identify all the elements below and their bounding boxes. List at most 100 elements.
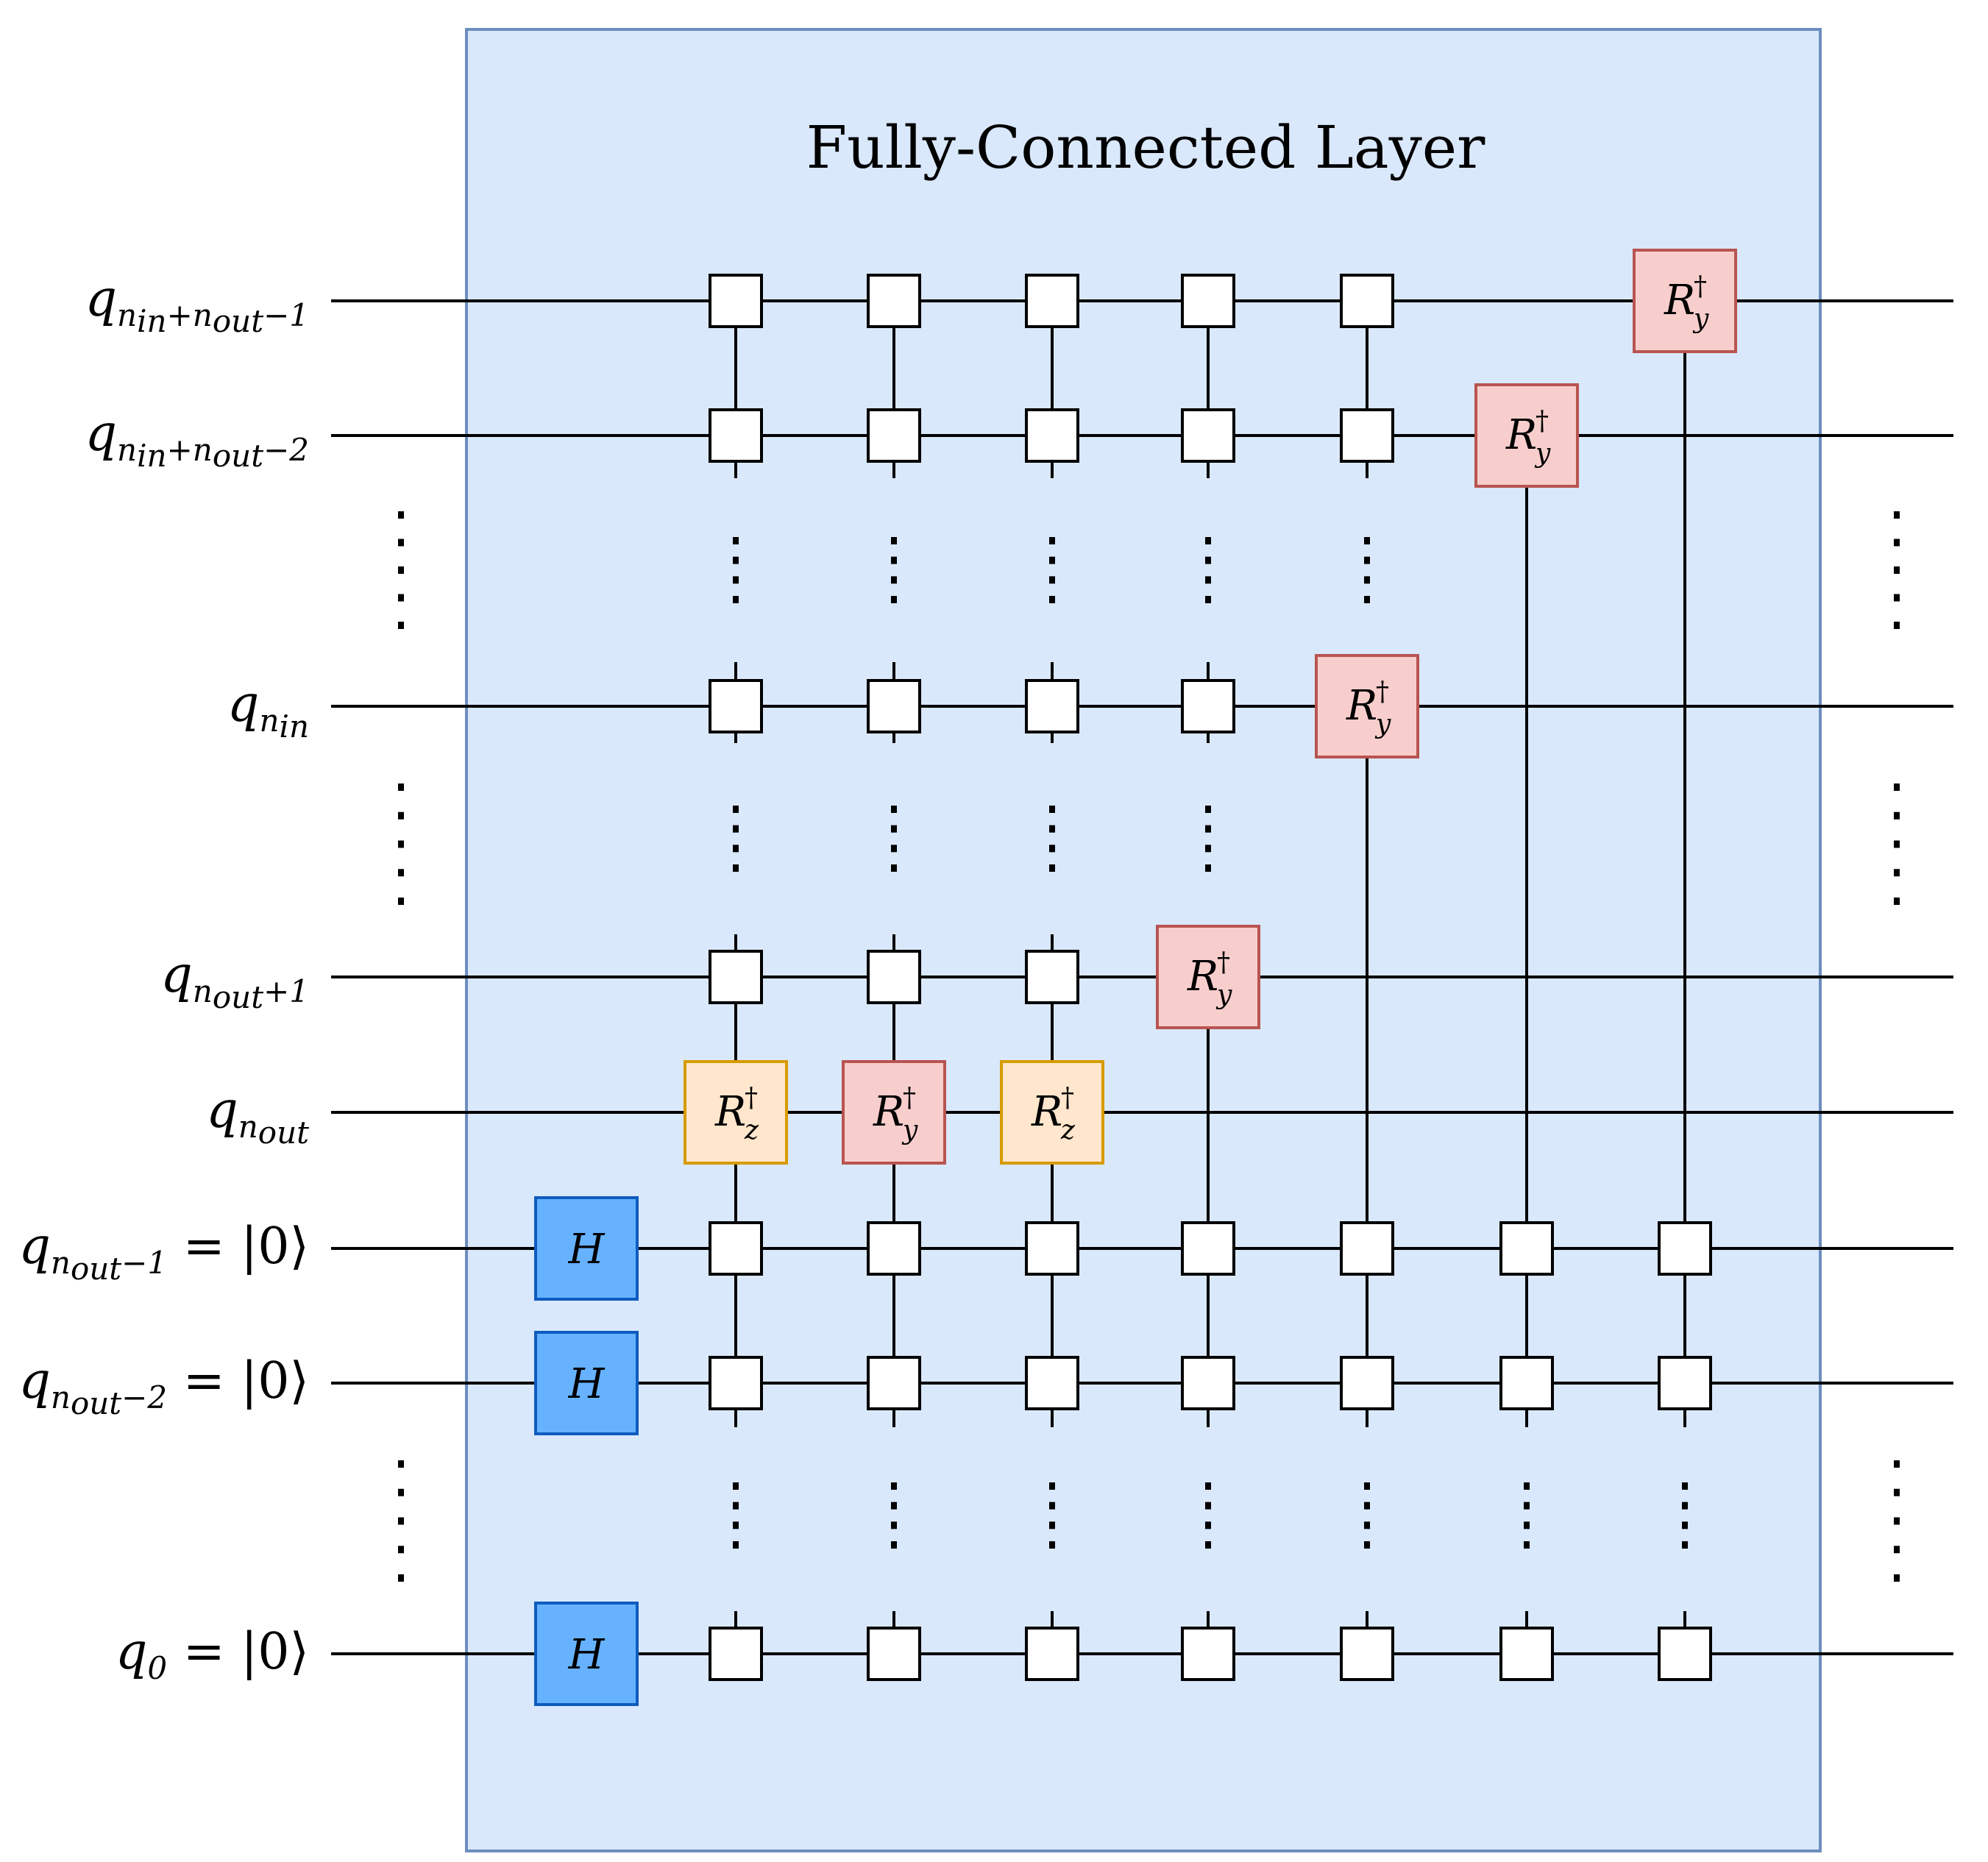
- rotation-gate-col6: R†y: [1633, 249, 1737, 353]
- rotation-gate-box: [1156, 925, 1260, 1029]
- ellipsis-dot: [1364, 556, 1370, 564]
- ellipsis-dot: [891, 1482, 897, 1490]
- hadamard-label: H: [568, 1631, 606, 1679]
- gate-label: R: [873, 1088, 904, 1136]
- ellipsis-dot: [1894, 869, 1900, 877]
- label-part: n: [193, 297, 213, 333]
- ellipsis-dot: [891, 806, 897, 813]
- control-box-col1-w2: [867, 679, 921, 733]
- label-part: q: [116, 1623, 148, 1681]
- ellipsis-dot: [398, 811, 404, 820]
- hadamard-gate-box: [534, 1331, 639, 1435]
- ellipsis-dot: [1049, 1502, 1055, 1510]
- gate-dagger: †: [1694, 271, 1707, 302]
- ellipsis-dot: [398, 840, 404, 848]
- ellipsis-dot: [733, 864, 739, 872]
- gate-dagger: †: [1376, 677, 1389, 707]
- qubit-label-1: qnin+nout−2: [85, 405, 309, 474]
- label-part: q: [18, 1218, 51, 1276]
- side-ellipsis-2: [398, 1460, 404, 1582]
- gate-dagger: †: [1061, 1083, 1074, 1113]
- ellipsis-dot: [1682, 1541, 1688, 1549]
- ellipsis-dot: [398, 1488, 404, 1496]
- ellipsis-dot: [1682, 1482, 1688, 1490]
- label-part: n: [51, 1245, 71, 1281]
- ellipsis-dot: [1364, 1541, 1370, 1549]
- label-part: = |0⟩: [167, 1218, 309, 1276]
- rotation-gate-col5: R†y: [1474, 383, 1579, 488]
- ellipsis-dot: [1049, 1541, 1055, 1549]
- ellipsis-dot: [1894, 622, 1900, 629]
- label-part: q: [85, 270, 118, 328]
- ellipsis-dot: [1049, 596, 1055, 603]
- ellipsis-dot: [398, 783, 404, 791]
- ellipsis-dot: [398, 539, 404, 547]
- qubit-label-0: qnin+nout−1: [85, 270, 309, 339]
- qubit-label-3: qnout+1: [160, 946, 309, 1015]
- label-part: +: [167, 297, 193, 333]
- ellipsis-dot: [1205, 537, 1211, 544]
- ellipsis-dot: [891, 1521, 897, 1529]
- ellipsis-dot: [1205, 1482, 1211, 1490]
- ellipsis-dot: [1682, 1502, 1688, 1510]
- label-part: n: [259, 703, 279, 739]
- label-part: out: [213, 979, 263, 1015]
- ellipsis-dot: [398, 511, 404, 519]
- side-ellipsis-0: [398, 511, 404, 629]
- control-box-col0-w6: [709, 1356, 763, 1410]
- gate-label: R: [1031, 1088, 1062, 1136]
- label-part: n: [117, 432, 137, 468]
- gate-subscript: y: [1374, 709, 1391, 739]
- control-box-col4-w1: [1340, 408, 1394, 463]
- ellipsis-dot: [1524, 1541, 1530, 1549]
- gate-dagger: †: [1217, 948, 1230, 978]
- ellipsis-dot: [1049, 845, 1055, 853]
- ellipsis-dot: [398, 1546, 404, 1554]
- ellipsis-dot: [1524, 1502, 1530, 1510]
- ellipsis-dot: [1049, 864, 1055, 872]
- ellipsis-dot: [891, 845, 897, 853]
- rotation-gate-col1: R†y: [842, 1060, 946, 1165]
- gate-label: R: [1346, 682, 1377, 730]
- control-box-col6-w6: [1658, 1356, 1712, 1410]
- label-part: out: [213, 438, 263, 474]
- ellipsis-dot: [1205, 1502, 1211, 1510]
- ellipsis-dot: [1205, 845, 1211, 853]
- rotation-gate-col0: R†z: [684, 1060, 788, 1165]
- ellipsis-col5-c: [1524, 1482, 1530, 1549]
- gate-subscript: y: [1215, 980, 1232, 1010]
- control-box-col1-w0: [867, 274, 921, 328]
- label-part: n: [193, 973, 213, 1009]
- ellipsis-dot: [1205, 596, 1211, 603]
- side-ellipsis-3: [1894, 511, 1900, 629]
- layer-title: Fully-Connected Layer: [806, 113, 1485, 182]
- gate-label: R: [1664, 277, 1695, 324]
- control-box-col0-w7: [709, 1627, 763, 1681]
- ellipsis-dot: [1894, 898, 1900, 905]
- control-box-col4-w5: [1340, 1221, 1394, 1276]
- ellipsis-dot: [1364, 1502, 1370, 1510]
- ellipsis-dot: [398, 898, 404, 905]
- gate-dagger: †: [903, 1083, 916, 1113]
- ellipsis-col0-a: [733, 537, 739, 603]
- ellipsis-col3-b: [1205, 806, 1211, 872]
- ellipsis-dot: [1894, 840, 1900, 848]
- ellipsis-dot: [398, 869, 404, 877]
- ellipsis-dot: [1049, 537, 1055, 544]
- ellipsis-col4-a: [1364, 537, 1370, 603]
- ellipsis-dot: [733, 825, 739, 833]
- fully-connected-layer-box: [465, 28, 1822, 1852]
- ellipsis-dot: [1894, 1488, 1900, 1496]
- ellipsis-dot: [398, 1574, 404, 1582]
- label-part: −1: [263, 297, 309, 333]
- ellipsis-dot: [1682, 1521, 1688, 1529]
- ellipsis-dot: [891, 825, 897, 833]
- ellipsis-col1-c: [891, 1482, 897, 1549]
- label-part: n: [238, 1109, 258, 1145]
- label-part: +: [167, 432, 193, 468]
- label-part: out: [71, 1385, 121, 1421]
- gate-label: R: [714, 1088, 746, 1136]
- ellipsis-dot: [1894, 594, 1900, 602]
- ellipsis-dot: [1894, 511, 1900, 519]
